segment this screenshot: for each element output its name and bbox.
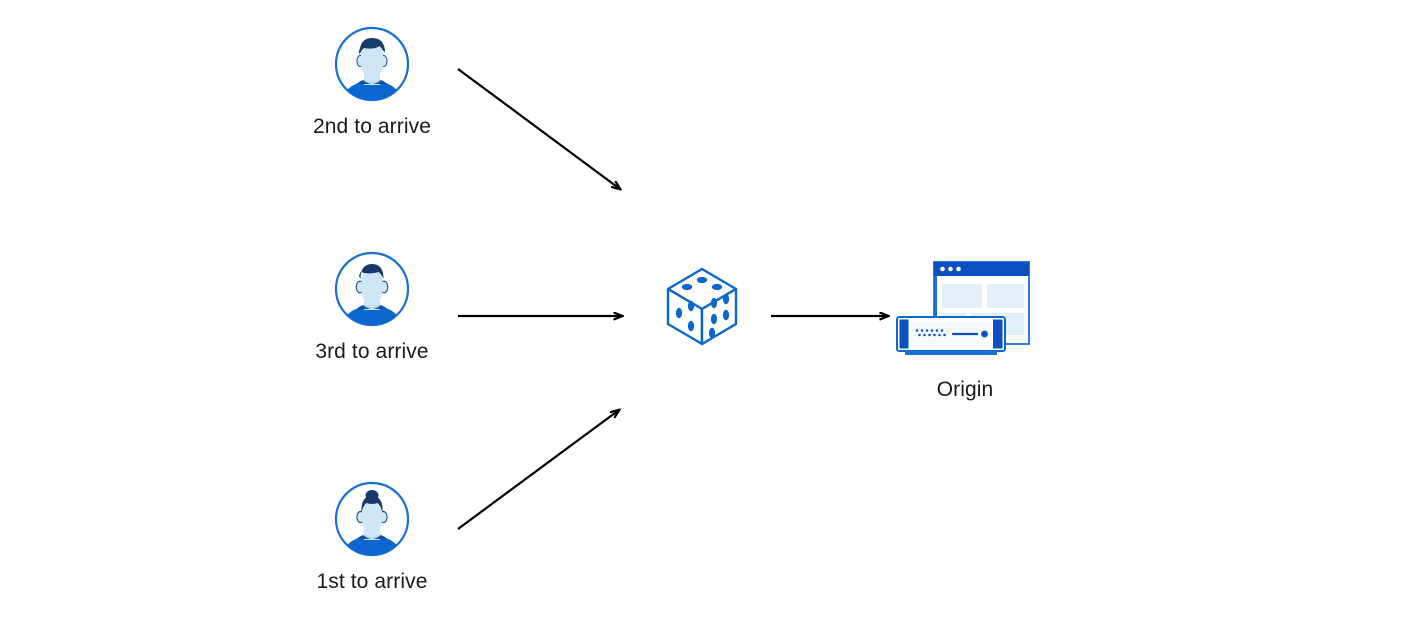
- edge-1st-to-dice: [457, 410, 619, 530]
- node-label-origin: Origin: [936, 378, 994, 401]
- node-randomizer[interactable]: [664, 266, 742, 348]
- node-label-user-3rd: 3rd to arrive: [315, 340, 429, 363]
- user-avatar-icon: [333, 250, 411, 328]
- user-avatar-icon: [333, 480, 411, 558]
- user-avatar-icon: [333, 25, 411, 103]
- server-device-icon: [896, 316, 1006, 355]
- dice-icon: [664, 266, 742, 348]
- origin-server-icon: [893, 258, 1038, 363]
- node-origin[interactable]: Origin: [893, 258, 1038, 401]
- node-label-user-1st: 1st to arrive: [316, 570, 428, 593]
- node-label-user-2nd: 2nd to arrive: [312, 115, 432, 138]
